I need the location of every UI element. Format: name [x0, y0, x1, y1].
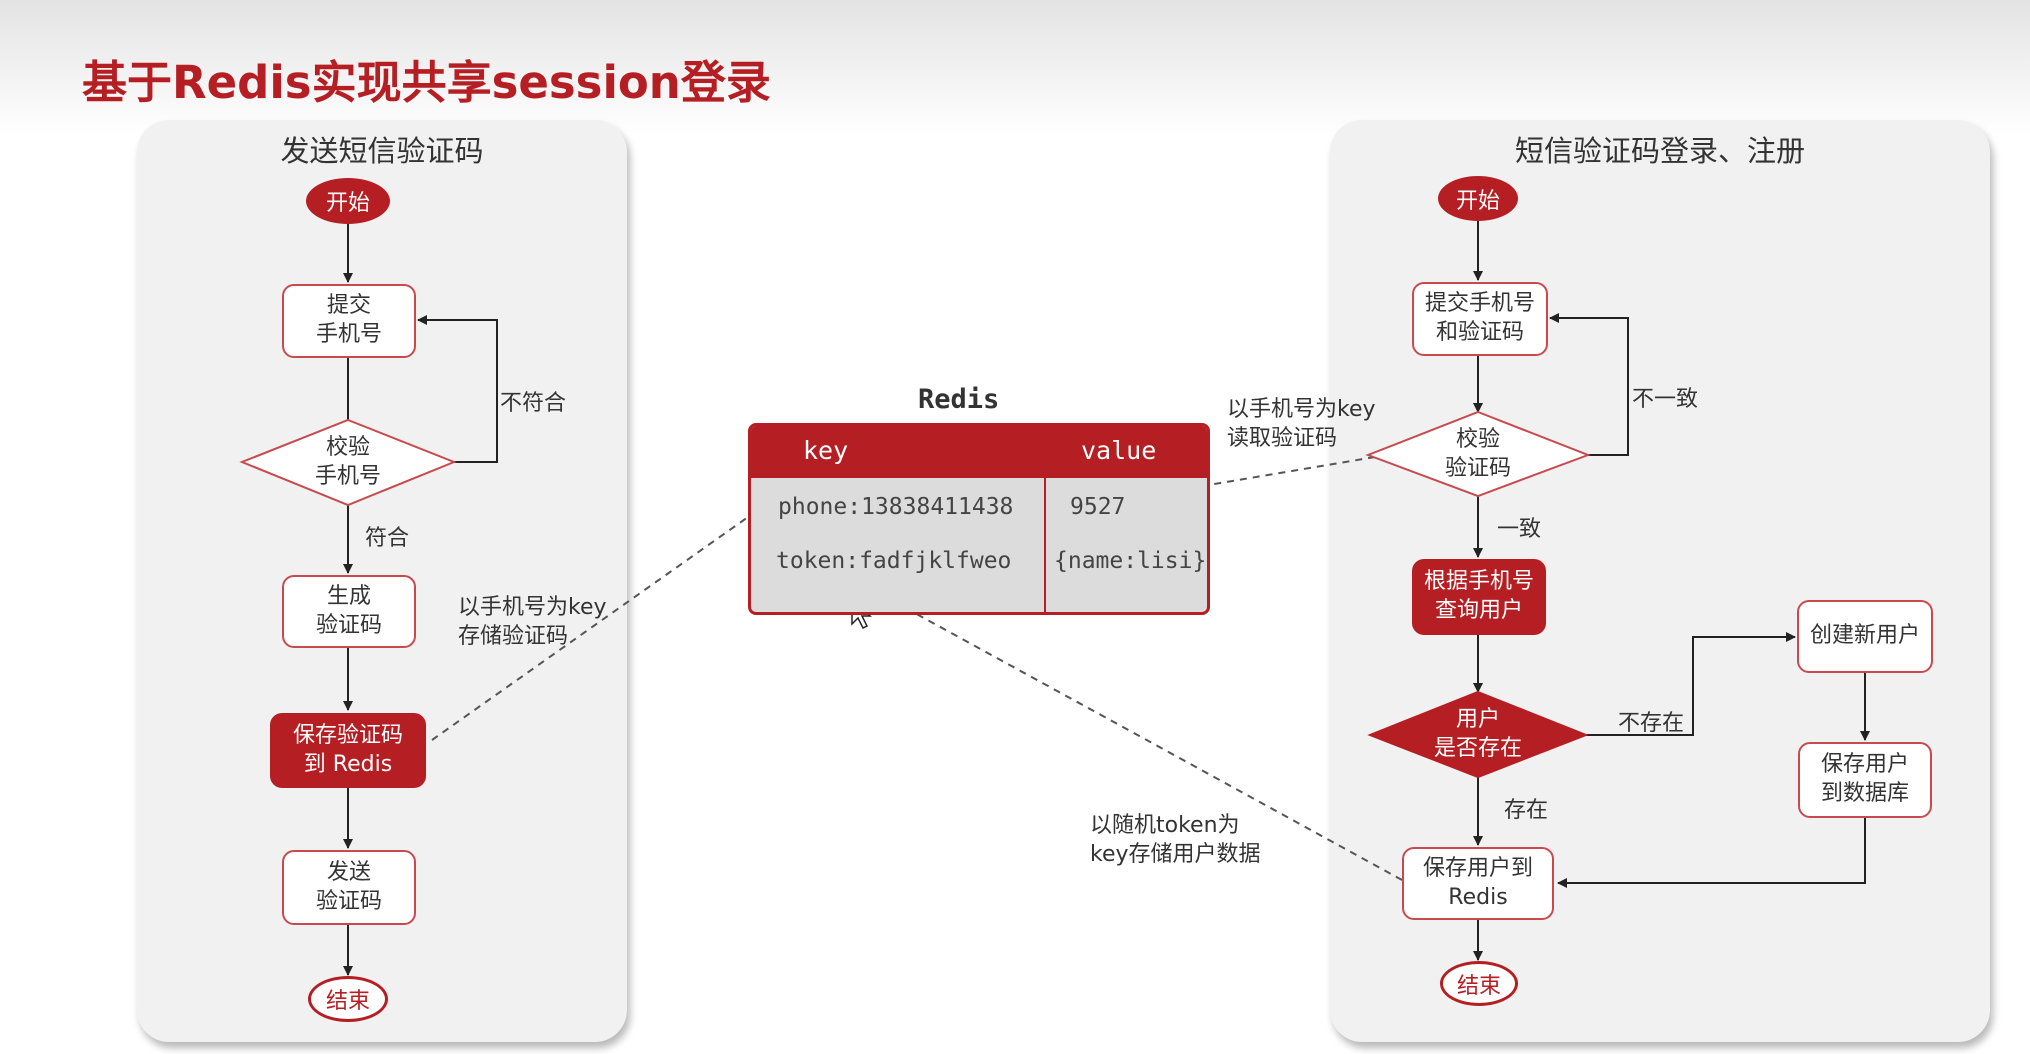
generate-code-step: 生成 验证码: [282, 575, 416, 648]
save-user-redis-step: 保存用户到 Redis: [1402, 847, 1554, 920]
not-match-label: 不符合: [500, 391, 567, 416]
store-token-note: 以随机token为 key存储用户数据: [1090, 813, 1261, 867]
value-column-header: value: [1081, 436, 1157, 465]
exists-label: 存在: [1504, 798, 1549, 823]
key-column-header: key: [803, 436, 849, 465]
verify-phone-decision: 校验 手机号: [314, 435, 381, 489]
redis-table-title: Redis: [918, 384, 1000, 415]
end-node: 结束: [308, 976, 388, 1022]
send-sms-panel-title: 发送短信验证码: [280, 134, 484, 168]
save-code-redis-step: 保存验证码 到 Redis: [270, 713, 426, 788]
user-exists-decision: 用户 是否存在: [1433, 707, 1522, 761]
phone-key-cell: phone:13838411438: [778, 494, 1014, 520]
token-key-cell: token:fadfjklfweo: [776, 548, 1012, 574]
column-divider: [1044, 478, 1046, 612]
match-label: 符合: [365, 526, 410, 551]
right-start-node: 开始: [1438, 176, 1518, 221]
submit-phone-code-step: 提交手机号 和验证码: [1412, 282, 1548, 356]
verify-code-decision: 校验 验证码: [1444, 427, 1511, 481]
redis-table-header: key value: [751, 426, 1207, 478]
token-value-cell: {name:lisi}: [1054, 548, 1207, 574]
right-end-node: 结束: [1440, 961, 1518, 1006]
login-register-panel-title: 短信验证码登录、注册: [1514, 134, 1805, 168]
inconsistent-label: 不一致: [1632, 387, 1699, 412]
redis-table: key value phone:13838411438 9527 token:f…: [748, 423, 1210, 615]
save-user-db-step: 保存用户 到数据库: [1798, 742, 1932, 818]
slide-title: 基于Redis实现共享session登录: [82, 56, 771, 109]
read-code-note: 以手机号为key 读取验证码: [1227, 397, 1376, 451]
submit-phone-step: 提交 手机号: [282, 284, 416, 358]
start-node: 开始: [306, 178, 390, 224]
consistent-label: 一致: [1497, 517, 1542, 542]
send-code-step: 发送 验证码: [282, 850, 416, 925]
create-user-step: 创建新用户: [1797, 600, 1933, 673]
query-user-step: 根据手机号 查询用户: [1412, 559, 1546, 635]
store-code-note: 以手机号为key 存储验证码: [458, 595, 607, 649]
not-exists-label: 不存在: [1618, 711, 1685, 736]
header-background: [0, 0, 2030, 135]
phone-value-cell: 9527: [1070, 494, 1126, 520]
